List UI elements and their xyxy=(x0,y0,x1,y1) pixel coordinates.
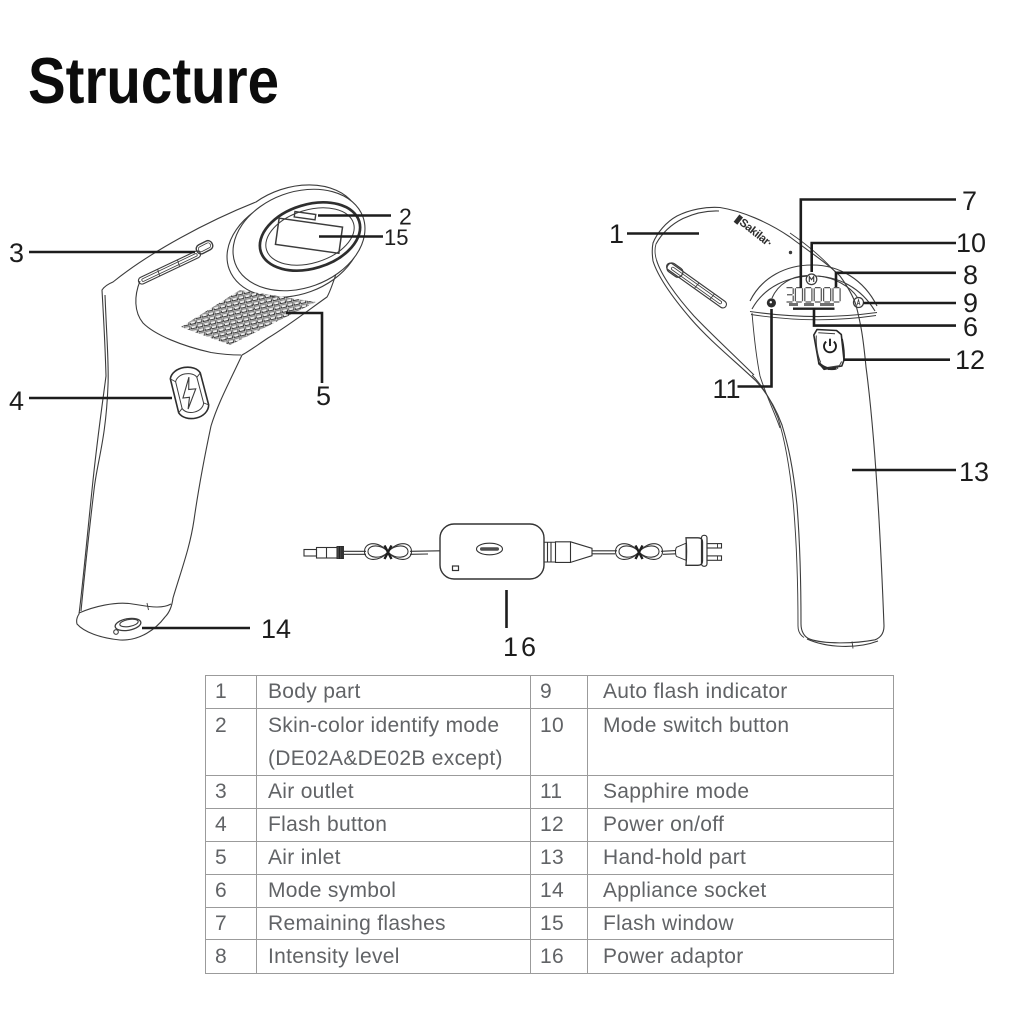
svg-text:13: 13 xyxy=(959,457,989,487)
svg-text:9: 9 xyxy=(963,288,978,318)
svg-text:15: 15 xyxy=(384,225,408,250)
svg-text:16: 16 xyxy=(503,632,539,662)
svg-text:2: 2 xyxy=(399,204,412,230)
svg-text:6: 6 xyxy=(963,312,978,342)
svg-text:14: 14 xyxy=(261,614,291,644)
svg-text:4: 4 xyxy=(9,386,24,416)
svg-text:Structure: Structure xyxy=(28,44,279,117)
svg-text:11: 11 xyxy=(713,374,741,404)
svg-text:3: 3 xyxy=(9,238,24,268)
svg-text:5: 5 xyxy=(316,381,331,411)
svg-text:1: 1 xyxy=(609,219,624,249)
svg-text:12: 12 xyxy=(955,345,985,375)
svg-text:10: 10 xyxy=(956,228,986,258)
svg-text:7: 7 xyxy=(962,186,977,216)
svg-text:8: 8 xyxy=(963,260,978,290)
